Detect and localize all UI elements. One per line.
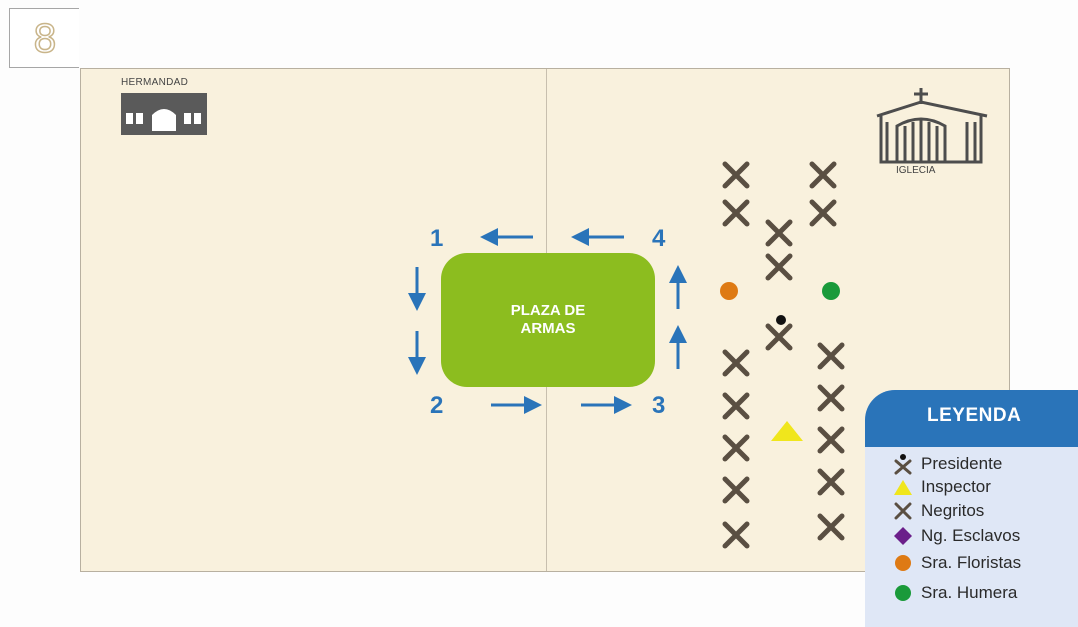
legend-label: Presidente: [921, 454, 1003, 473]
presidente-icon: [891, 452, 915, 476]
negrito-x-icon: [765, 253, 793, 281]
legend-item-inspector: Inspector: [891, 475, 991, 499]
iglesia-label: IGLECIA: [896, 165, 936, 176]
plaza-label-line-2: ARMAS: [520, 320, 576, 337]
negrito-x-icon: [722, 392, 750, 420]
inspector-triangle-icon: [891, 475, 915, 499]
direction-arrows: [408, 228, 687, 414]
presidente-icon: [776, 315, 786, 325]
negrito-x-icon: [765, 323, 793, 351]
negrito-x-icon: [765, 219, 793, 247]
esclavos-diamond-icon: [891, 524, 915, 548]
floristas-dot-icon: [720, 282, 738, 300]
legend-item-humera: Sra. Humera: [891, 581, 1017, 605]
negrito-x-icon: [809, 161, 837, 189]
humera-dot-icon: [822, 282, 840, 300]
plaza-de-armas: PLAZA DE ARMAS: [441, 253, 655, 387]
negrito-x-icon: [817, 513, 845, 541]
floristas-dot-icon: [891, 551, 915, 575]
negrito-x-icon: [722, 161, 750, 189]
plaza-label-line-1: PLAZA DE: [510, 302, 586, 319]
legend-title: LEYENDA: [865, 390, 1078, 447]
negrito-x-icon: [722, 521, 750, 549]
legend-panel: LEYENDA Presidente Inspector Negritos Ng…: [865, 390, 1078, 627]
legend-item-esclavos: Ng. Esclavos: [891, 524, 1020, 548]
procession-layer: [408, 161, 845, 549]
hermandad-building-icon: [121, 93, 207, 135]
legend-item-floristas: Sra. Floristas: [891, 551, 1021, 575]
negrito-x-icon: [817, 384, 845, 412]
corner-number-2: 2: [430, 392, 444, 419]
corner-number-1: 1: [430, 225, 444, 252]
church-icon: [876, 88, 988, 164]
page-number: 8: [32, 16, 58, 62]
legend-label: Sra. Floristas: [921, 553, 1022, 572]
legend-label: Negritos: [921, 501, 985, 520]
negrito-x-icon: [722, 476, 750, 504]
negrito-x-icon: [817, 468, 845, 496]
legend-label: Inspector: [921, 477, 991, 496]
map-area: HERMANDAD IGLECIA PLAZA DE ARMAS 1: [80, 68, 1010, 572]
legend-item-negritos: Negritos: [891, 499, 984, 523]
negrito-x-icon: [722, 199, 750, 227]
hermandad-label: HERMANDAD: [121, 77, 189, 88]
corner-number-3: 3: [652, 392, 666, 419]
negrito-x-icon: [722, 349, 750, 377]
corner-number-4: 4: [652, 225, 666, 252]
negrito-x-icon: [722, 434, 750, 462]
negrito-x-icon: [809, 199, 837, 227]
legend-item-presidente: Presidente: [891, 452, 1002, 476]
humera-dot-icon: [891, 581, 915, 605]
inspector-triangle-icon: [771, 421, 803, 441]
legend-label: Ng. Esclavos: [921, 526, 1021, 545]
negrito-x-icon: [817, 426, 845, 454]
page-number-box: 8: [9, 8, 79, 68]
legend-label: Sra. Humera: [921, 583, 1018, 602]
negrito-x-icon: [891, 499, 915, 523]
negrito-x-icon: [817, 342, 845, 370]
